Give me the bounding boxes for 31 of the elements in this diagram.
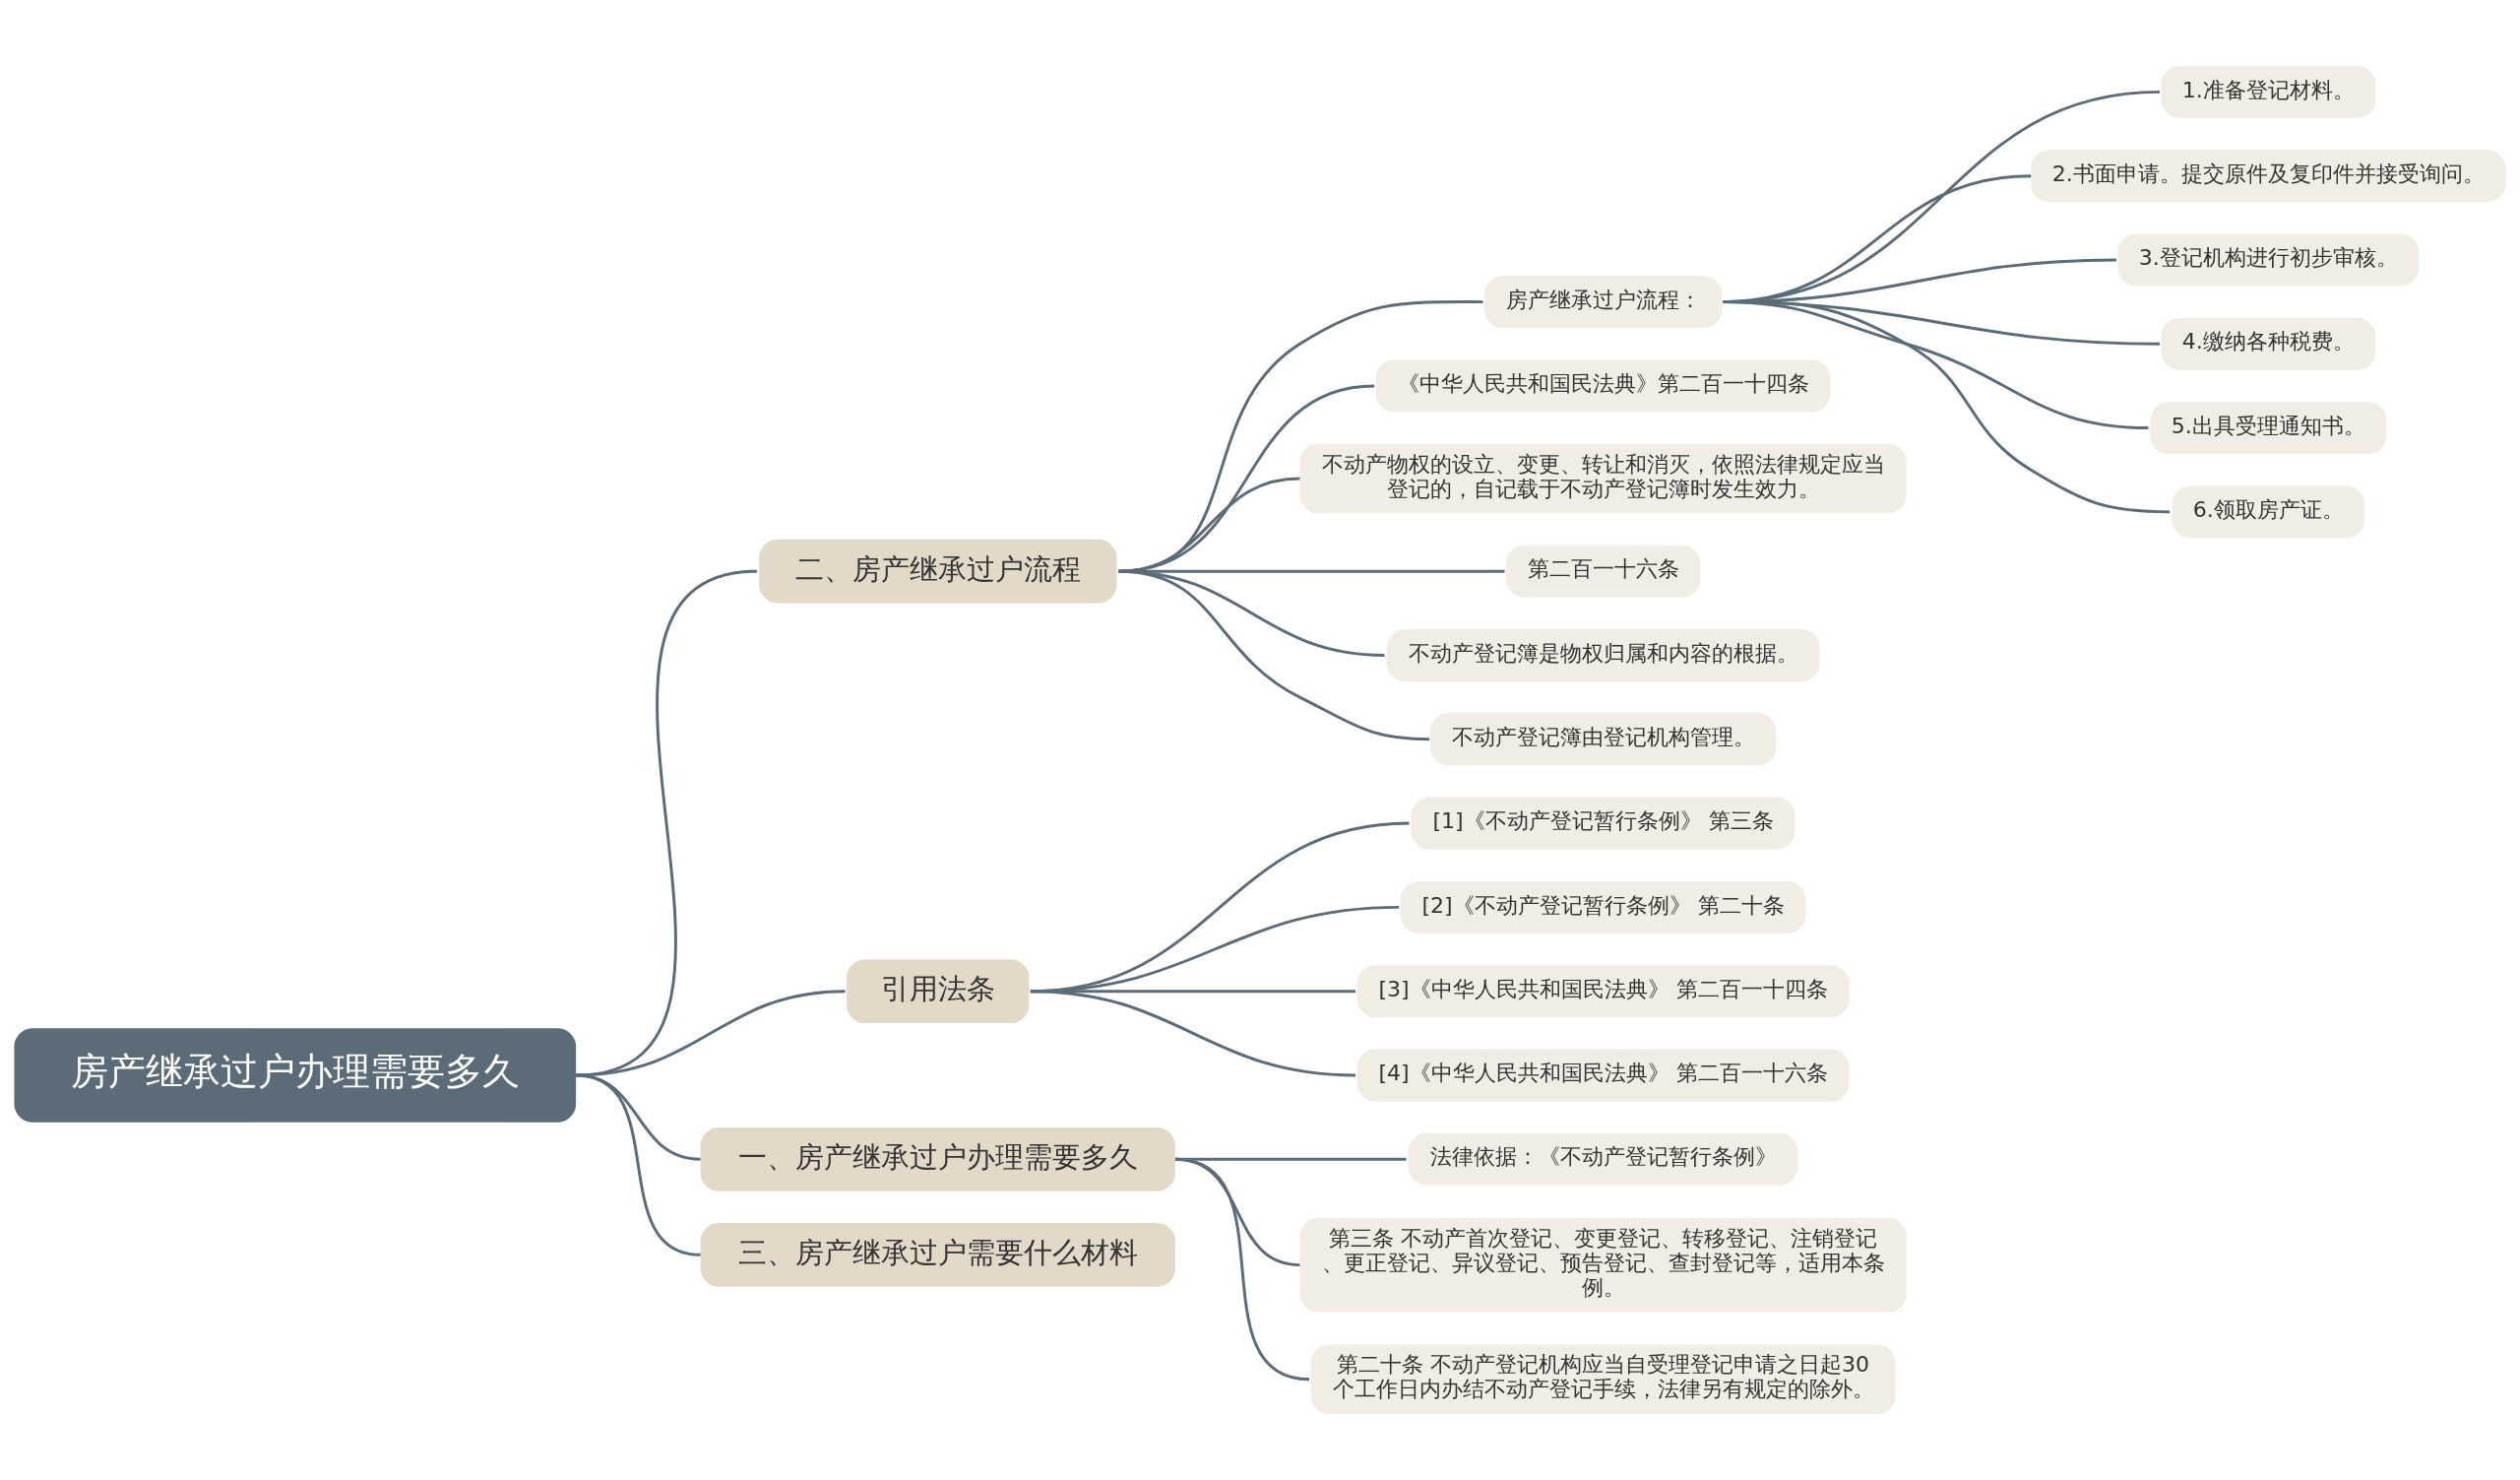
node-box: 4.缴纳各种税费。	[2161, 317, 2376, 370]
node-box: 5.出具受理通知书。	[2150, 402, 2387, 455]
node-box: 二、房产继承过户流程	[759, 539, 1117, 604]
node-box: 三、房产继承过户需要什么材料	[700, 1223, 1175, 1287]
node-box: 1.准备登记材料。	[2161, 65, 2376, 118]
node-box: 不动产物权的设立、变更、转让和消灭，依照法律规定应当登记的，自记载于不动产登记簿时发生效力。	[1299, 443, 1907, 514]
node-box: 不动产登记簿由登记机构管理。	[1429, 713, 1777, 766]
connector	[575, 1073, 701, 1161]
node-box: 法律依据：《不动产登记暂行条例》	[1408, 1132, 1798, 1186]
connector	[1723, 300, 2171, 514]
node-box: [2]《不动产登记暂行条例》 第二十条	[1400, 880, 1806, 933]
connector	[1118, 569, 1430, 741]
node-box: 6.领取房产证。	[2172, 485, 2365, 539]
node-box: 引用法条	[847, 959, 1030, 1023]
connector	[1174, 1157, 1310, 1382]
connector	[576, 990, 846, 1077]
node-box: 第三条 不动产首次登记、变更登记、转移登记、注销登记、更正登记、异议登记、预告登记、查封登记等，适用本条例。	[1299, 1217, 1907, 1313]
connector	[1030, 990, 1356, 1077]
node-box: 2.书面申请。提交原件及复印件并接受询问。	[2031, 150, 2506, 203]
node-box: [4]《中华人民共和国民法典》 第二百一十六条	[1356, 1049, 1850, 1102]
node-box: 房产继承过户流程：	[1483, 276, 1723, 329]
node-box: 《中华人民共和国民法典》第二百一十四条	[1375, 359, 1831, 413]
node-box: [1]《不动产登记暂行条例》 第三条	[1411, 797, 1796, 850]
node-box: 一、房产继承过户办理需要多久	[700, 1126, 1175, 1191]
node-box: 第二百一十六条	[1506, 545, 1701, 598]
node-box: [3]《中华人民共和国民法典》 第二百一十四条	[1356, 965, 1850, 1018]
node-box: 不动产登记簿是物权归属和内容的根据。	[1386, 629, 1820, 681]
node-box: 第二十条 不动产登记机构应当自受理登记申请之日起30个工作日内办结不动产登记手续，法律另有规定的除外。	[1310, 1344, 1896, 1415]
node-box: 房产继承过户办理需要多久	[14, 1028, 577, 1123]
node-box: 3.登记机构进行初步审核。	[2117, 233, 2420, 287]
connector	[575, 1073, 701, 1256]
